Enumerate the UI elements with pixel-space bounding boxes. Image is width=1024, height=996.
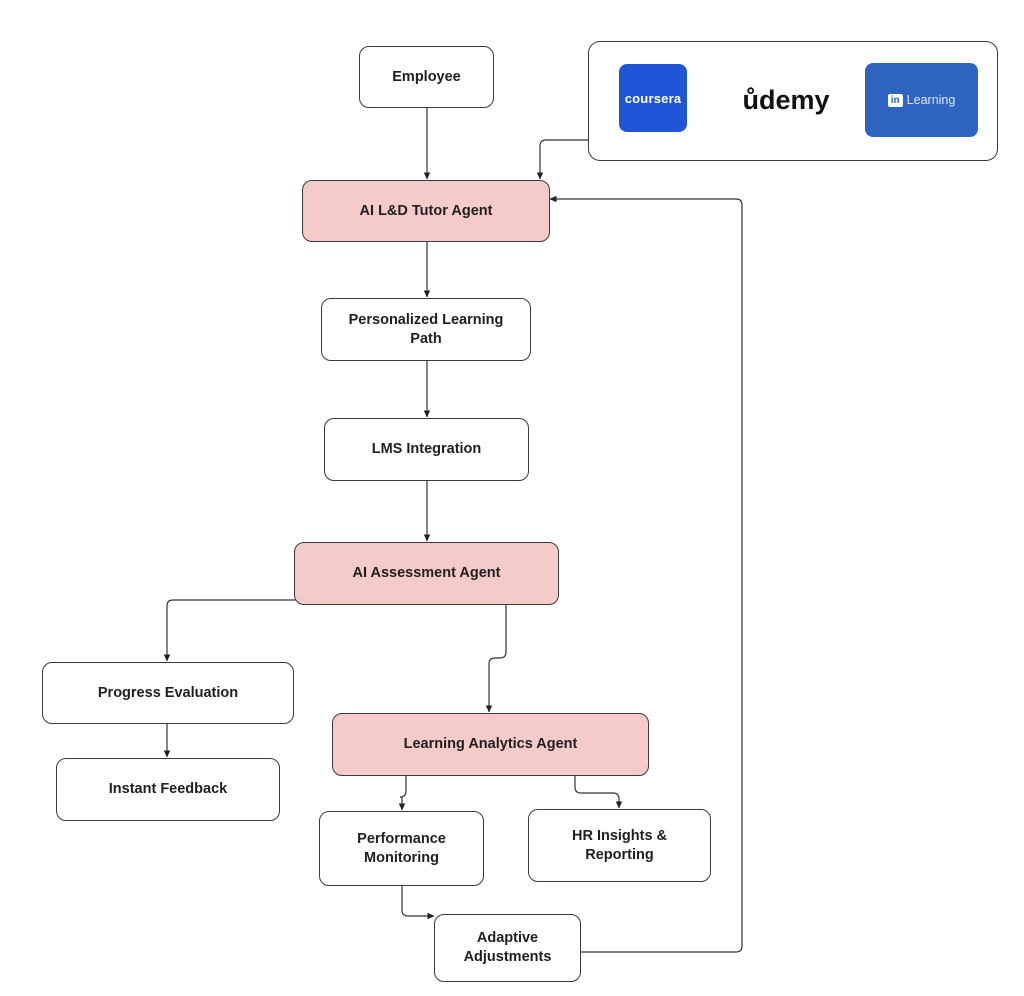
node-analytics-agent: Learning Analytics Agent (332, 713, 649, 776)
linkedin-in-icon: in (887, 93, 903, 107)
node-instant-feedback: Instant Feedback (56, 758, 280, 821)
linkedin-learning-text: Learning (906, 93, 956, 107)
node-learning-path-label: Personalized Learning Path (348, 311, 504, 347)
edge-analytics-to-monitoring (398, 776, 407, 811)
node-employee: Employee (359, 46, 494, 108)
edge-providers-to-tutor (536, 139, 588, 180)
node-employee-label: Employee (392, 68, 461, 85)
linkedin-learning-logo: in Learning (865, 63, 978, 137)
udemy-logo: ůdemy (740, 80, 832, 120)
node-progress-evaluation: Progress Evaluation (42, 662, 294, 724)
node-analytics-agent-label: Learning Analytics Agent (403, 736, 578, 753)
node-assessment-agent: AI Assessment Agent (294, 542, 559, 605)
node-hr-insights: HR Insights & Reporting (528, 809, 711, 882)
node-adaptive-adjustments: Adaptive Adjustments (434, 914, 581, 982)
node-performance-monitoring: Performance Monitoring (319, 811, 484, 886)
node-tutor-agent-label: AI L&D Tutor Agent (359, 202, 493, 219)
coursera-logo: coursera (619, 64, 687, 132)
node-tutor-agent: AI L&D Tutor Agent (302, 180, 550, 242)
node-instant-feedback-label: Instant Feedback (108, 781, 228, 798)
edge-adaptive-to-tutor (549, 195, 743, 953)
node-adaptive-adjustments-label: Adaptive Adjustments (463, 930, 552, 965)
node-learning-path: Personalized Learning Path (321, 298, 531, 361)
udemy-logo-text: ůdemy (742, 84, 830, 115)
node-lms-integration: LMS Integration (324, 418, 529, 481)
node-lms-integration-label: LMS Integration (371, 441, 482, 458)
edge-assessment-to-progress (163, 599, 296, 662)
edge-assessment-to-analytics (485, 605, 507, 713)
edge-monitoring-to-adaptive (401, 886, 435, 920)
node-progress-evaluation-label: Progress Evaluation (97, 684, 239, 701)
edge-analytics-to-hr (574, 776, 623, 809)
node-performance-monitoring-label: Performance Monitoring (357, 830, 446, 866)
node-hr-insights-label: HR Insights & Reporting (571, 827, 668, 863)
coursera-logo-text: coursera (624, 90, 682, 106)
node-assessment-agent-label: AI Assessment Agent (352, 565, 501, 582)
